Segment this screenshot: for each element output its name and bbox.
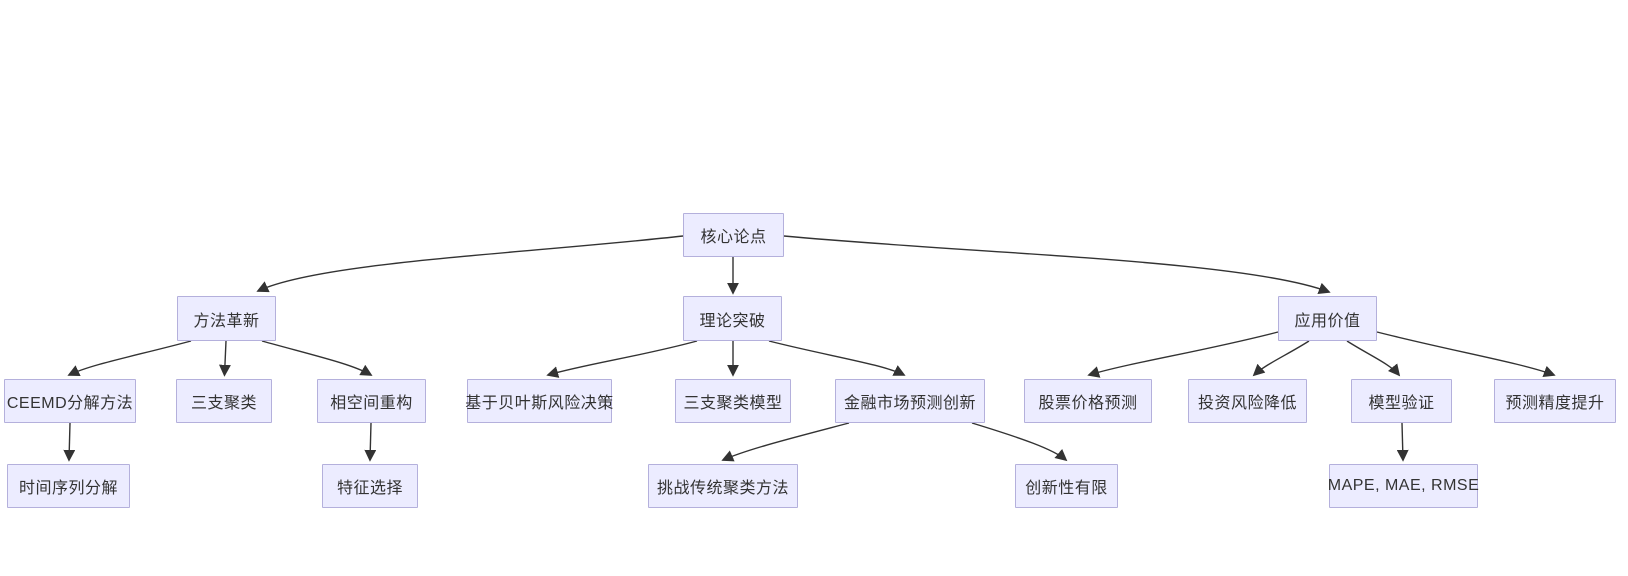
edge-application-to-validation (1346, 340, 1401, 377)
node-three-way-clustering: 三支聚类 (176, 379, 272, 423)
edge-theory-to-finmarket (768, 340, 906, 376)
node-application-value: 应用价值 (1278, 296, 1377, 341)
edge-method-to-ceemd (67, 340, 192, 377)
node-limited-novelty: 创新性有限 (1015, 464, 1118, 508)
node-financial-market-forecast-innovation: 金融市场预测创新 (835, 379, 985, 423)
node-stock-price-prediction: 股票价格预测 (1024, 379, 1152, 423)
edge-finmarket-to-limited (971, 422, 1068, 462)
edge-phase-to-feature (364, 422, 377, 462)
node-theory-breakthrough: 理论突破 (683, 296, 782, 341)
edge-finmarket-to-challenge (721, 422, 850, 462)
node-feature-selection: 特征选择 (322, 464, 418, 508)
node-ceemd-decomposition: CEEMD分解方法 (4, 379, 136, 423)
edge-core-to-method (256, 235, 684, 293)
node-investment-risk-reduction: 投资风险降低 (1188, 379, 1307, 423)
edge-application-to-stock (1087, 331, 1279, 378)
edge-core-to-application (783, 235, 1331, 294)
edge-validation-to-mape (1396, 422, 1409, 462)
edge-application-to-precision (1376, 331, 1556, 378)
edge-application-to-risk (1252, 340, 1310, 377)
node-phase-space-reconstruction: 相空间重构 (317, 379, 426, 423)
edge-method-to-threeway (219, 340, 231, 377)
node-core-thesis: 核心论点 (683, 213, 784, 257)
edge-ceemd-to-tsdecomp (63, 422, 76, 462)
node-method-innovation: 方法革新 (177, 296, 276, 341)
edge-method-to-phase (261, 340, 373, 376)
node-model-validation: 模型验证 (1351, 379, 1452, 423)
node-forecast-precision-improvement: 预测精度提升 (1494, 379, 1616, 423)
node-evaluation-metrics: MAPE, MAE, RMSE (1328, 464, 1479, 508)
edge-theory-to-bayes (546, 340, 698, 378)
node-bayesian-risk-decision: 基于贝叶斯风险决策 (465, 379, 613, 423)
node-challenge-traditional-clustering: 挑战传统聚类方法 (648, 464, 798, 508)
node-three-way-clustering-model: 三支聚类模型 (675, 379, 791, 423)
node-time-series-decomposition: 时间序列分解 (7, 464, 130, 508)
